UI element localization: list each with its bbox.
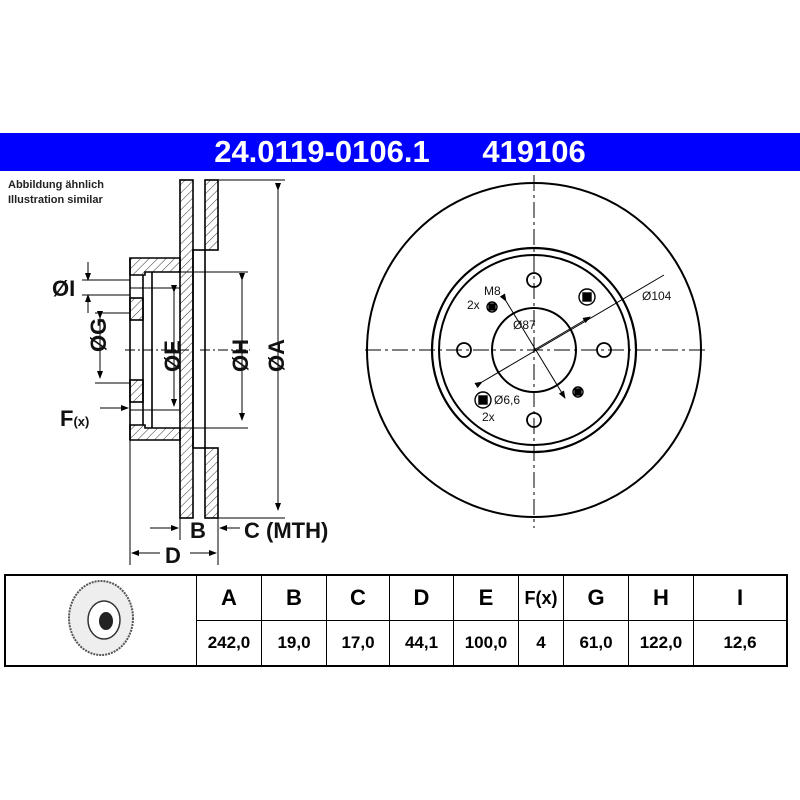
label-hole: Ø6,6 — [494, 393, 521, 407]
label-B: B — [190, 518, 206, 543]
label-F-letter: F — [60, 406, 74, 431]
note-en: Illustration similar — [8, 194, 103, 206]
label-I: ØI — [52, 276, 76, 301]
section-dimensions — [82, 179, 285, 565]
value-C: 17,0 — [326, 620, 390, 667]
disc-image-cell — [4, 574, 197, 667]
col-A: A — [196, 574, 262, 621]
illustration-note: Abbildung ähnlich Illustration similar — [8, 178, 104, 208]
dimension-table: A B C D E F(x) G H I 242,0 19,0 17,0 44,… — [4, 574, 788, 667]
header-title: 24.0119-0106.1 419106 — [0, 133, 800, 171]
col-C: C — [326, 574, 390, 621]
label-pcd: Ø87 — [513, 318, 536, 332]
value-I: 12,6 — [693, 620, 788, 667]
value-A: 242,0 — [196, 620, 262, 667]
label-H: ØH — [228, 339, 253, 372]
part-number: 24.0119-0106.1 — [214, 134, 430, 169]
header-band: 24.0119-0106.1 419106 — [0, 133, 800, 171]
label-E: ØE — [160, 340, 185, 372]
label-F-sub: (x) — [73, 414, 90, 429]
value-G: 61,0 — [563, 620, 629, 667]
label-G: ØG — [86, 317, 111, 352]
label-m8: M8 — [484, 284, 501, 298]
value-D: 44,1 — [389, 620, 454, 667]
label-C: C (MTH) — [244, 518, 329, 543]
label-A: ØA — [264, 339, 289, 372]
section-view — [129, 179, 219, 519]
bolt-holes — [456, 272, 612, 428]
face-view — [365, 175, 705, 528]
threaded-holes — [474, 288, 596, 409]
label-F: F(x) — [60, 406, 89, 432]
col-E: E — [453, 574, 519, 621]
value-B: 19,0 — [261, 620, 327, 667]
label-D: D — [165, 543, 181, 568]
value-H: 122,0 — [628, 620, 694, 667]
col-B: B — [261, 574, 327, 621]
value-E: 100,0 — [453, 620, 519, 667]
col-I: I — [693, 574, 788, 621]
col-H: H — [628, 574, 694, 621]
table-value-row: 242,0 19,0 17,0 44,1 100,0 4 61,0 122,0 … — [5, 620, 788, 667]
ref-number: 419106 — [482, 134, 586, 169]
col-G: G — [563, 574, 629, 621]
label-hole-count: 2x — [482, 410, 495, 424]
value-F: 4 — [518, 620, 564, 667]
disc-thumbnail-icon — [68, 579, 134, 656]
col-D: D — [389, 574, 454, 621]
col-F: F(x) — [518, 574, 564, 621]
label-m8-count: 2x — [467, 298, 480, 312]
note-de: Abbildung ähnlich — [8, 179, 104, 191]
table-header-row: A B C D E F(x) G H I — [4, 574, 788, 667]
label-outer: Ø104 — [642, 289, 672, 303]
